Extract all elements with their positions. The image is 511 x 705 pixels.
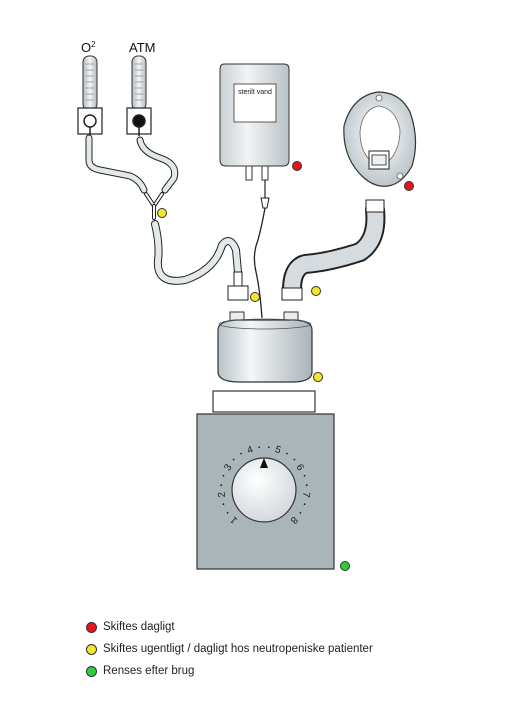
- inlet-weekly-dot: [250, 292, 260, 302]
- bag-daily-dot: [292, 161, 302, 171]
- red-dot-icon: [86, 621, 97, 633]
- legend-item-weekly: Skiftes ugentligt / dagligt hos neutrope…: [86, 643, 373, 655]
- dial-dot: [232, 458, 235, 461]
- dial-number-7: 7: [300, 491, 312, 498]
- dial-dot: [220, 484, 223, 487]
- base-after-use-dot: [340, 561, 350, 571]
- y-connector: [144, 192, 164, 220]
- legend-item-after-use: Renses efter brug: [86, 665, 194, 677]
- atm-flowmeter: [126, 55, 152, 136]
- dial-dot: [226, 512, 229, 514]
- sterile-water-bag: sterilt vand: [219, 63, 290, 181]
- outlet-weekly-dot: [311, 286, 321, 296]
- legend-item-daily: Skiftes dagligt: [86, 621, 175, 633]
- oxygen-tube: [151, 220, 242, 285]
- dial-dot: [258, 446, 261, 449]
- dial-number-6: 6: [293, 462, 306, 473]
- inlet-connector: [227, 271, 249, 301]
- dial-number-3: 3: [222, 462, 235, 473]
- mask-daily-dot: [404, 181, 414, 191]
- face-mask: [343, 91, 417, 187]
- dial-dot: [303, 474, 306, 477]
- legend-label-weekly: Skiftes ugentligt / dagligt hos neutrope…: [103, 643, 373, 655]
- water-line: [253, 180, 270, 319]
- dial-dot: [240, 452, 243, 455]
- dial-dot: [222, 503, 225, 506]
- humidifier-jar: [217, 311, 313, 383]
- o2-gauge-label: O2: [81, 40, 96, 55]
- o2-flowmeter: [77, 55, 103, 136]
- green-dot-icon: [86, 665, 97, 677]
- legend-label-after-use: Renses efter brug: [103, 665, 195, 677]
- dial-number-2: 2: [216, 491, 228, 498]
- jar-weekly-dot: [313, 372, 323, 382]
- dial-dot: [299, 512, 302, 514]
- yellow-dot-icon: [86, 643, 97, 655]
- corrugated-tube: [282, 200, 386, 300]
- bag-label: sterilt vand: [238, 89, 272, 96]
- y-connector-weekly-dot: [157, 208, 167, 218]
- dial-dot: [293, 458, 296, 461]
- dial-dot: [286, 452, 288, 455]
- gauge-tubes: [85, 134, 179, 194]
- atm-valve-icon: [132, 114, 146, 128]
- dial-dot: [222, 474, 225, 477]
- dial-number-4: 4: [246, 444, 255, 456]
- dial-dot: [267, 446, 270, 449]
- dial-number-5: 5: [273, 444, 282, 456]
- outlet-connector: [281, 287, 303, 301]
- heater-collar: [212, 390, 316, 413]
- mask-tube-connector: [365, 199, 385, 213]
- atm-gauge-label: ATM: [129, 40, 155, 55]
- dial-dot: [303, 503, 306, 506]
- dial-pointer-icon: [260, 458, 268, 468]
- o2-valve-icon: [83, 114, 97, 128]
- legend-label-daily: Skiftes dagligt: [103, 621, 175, 633]
- dial-dot: [305, 484, 308, 487]
